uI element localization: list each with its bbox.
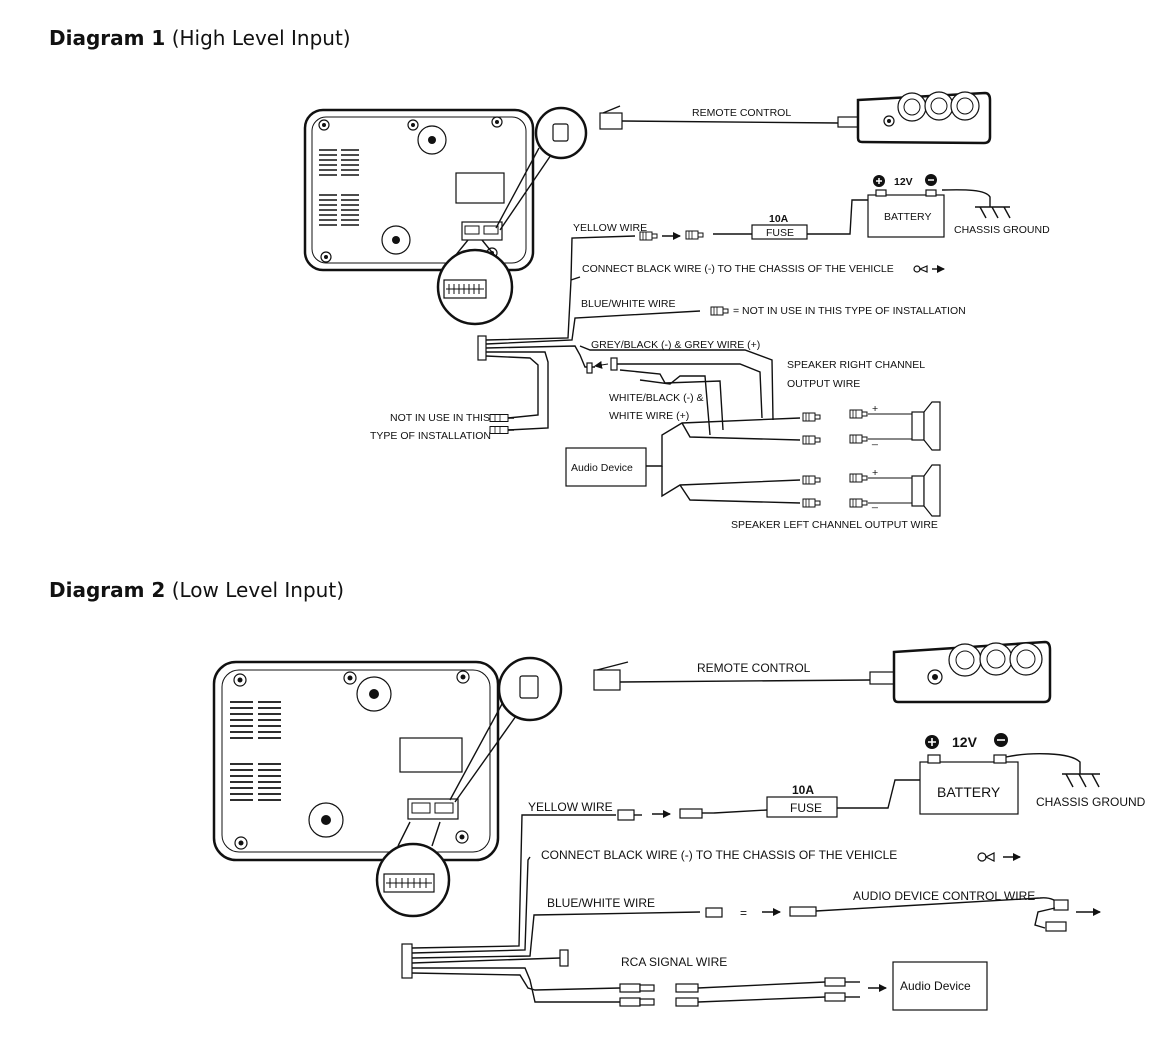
label-battery: BATTERY (884, 211, 931, 223)
label-blue-white-wire: BLUE/WHITE WIRE (581, 298, 676, 310)
rca-plugs (548, 977, 860, 1007)
label-black-wire: CONNECT BLACK WIRE (-) TO THE CHASSIS OF… (582, 263, 894, 275)
label-audio-device: Audio Device (571, 462, 633, 474)
diagram-2-title-rest: (Low Level Input) (165, 578, 345, 602)
label-10a-2: 10A (792, 783, 814, 797)
label-not-in-use-rca-2: TYPE OF INSTALLATION (370, 430, 491, 442)
speaker-left-icon (868, 464, 941, 517)
speaker-right-icon (868, 401, 941, 451)
diagram-2: REMOTE CONTROL 12V BATTERY CHASSIS GROUN… (212, 640, 1146, 1011)
connector-zoom-circles-2 (375, 656, 563, 918)
label-yellow-wire: YELLOW WIRE (573, 222, 647, 234)
label-10a: 10A (769, 213, 789, 225)
connector-zoom-circles (436, 106, 588, 326)
diagram-1-title-rest: (High Level Input) (165, 26, 351, 50)
label-chassis-ground-2: CHASSIS GROUND (1036, 795, 1146, 809)
label-black-wire-2: CONNECT BLACK WIRE (-) TO THE CHASSIS OF… (541, 848, 897, 862)
diagram-2-heading: Diagram 2 (Low Level Input) (49, 578, 344, 602)
svg-text:+: + (872, 467, 878, 479)
label-equals: = (740, 906, 747, 920)
fuse (751, 224, 808, 240)
battery (867, 174, 945, 238)
audio-device-box (565, 447, 647, 487)
label-fuse: FUSE (766, 227, 794, 239)
svg-text:+: + (872, 403, 878, 415)
label-speaker-right-2: OUTPUT WIRE (787, 378, 860, 390)
chassis-ground-symbol (975, 206, 1011, 219)
label-12v-2: 12V (952, 734, 978, 750)
label-not-in-use: = NOT IN USE IN THIS TYPE OF INSTALLATIO… (733, 305, 966, 317)
diagram-1: REMOTE CONTROL 12V BATTERY CHASSIS GROUN… (303, 91, 1050, 531)
label-fuse-2: FUSE (790, 801, 822, 815)
diagram-2-title-bold: Diagram 2 (49, 578, 166, 602)
diagram-1-heading: Diagram 1 (High Level Input) (49, 26, 351, 50)
chassis-ground-symbol-2 (1062, 773, 1100, 788)
label-speaker-left: SPEAKER LEFT CHANNEL OUTPUT WIRE (731, 519, 938, 531)
label-yellow-wire-2: YELLOW WIRE (528, 800, 613, 814)
label-audio-control-wire: AUDIO DEVICE CONTROL WIRE (853, 889, 1035, 903)
audio-device-box-2 (892, 961, 988, 1011)
wiring-harness-2 (401, 814, 701, 1003)
label-not-in-use-rca-1: NOT IN USE IN THIS (390, 412, 490, 424)
label-remote-control: REMOTE CONTROL (692, 107, 791, 119)
label-remote-control-2: REMOTE CONTROL (697, 661, 811, 675)
label-grey-wire: GREY/BLACK (-) & GREY WIRE (+) (591, 339, 760, 351)
battery-2 (919, 733, 1019, 815)
remote-control-unit (599, 91, 992, 145)
diagram-1-title-bold: Diagram 1 (49, 26, 166, 50)
label-rca-signal-wire: RCA SIGNAL WIRE (621, 955, 727, 969)
wiring-harness (477, 235, 774, 431)
amplifier-unit (303, 108, 535, 272)
label-blue-white-wire-2: BLUE/WHITE WIRE (547, 896, 655, 910)
fuse-2 (766, 796, 838, 818)
label-battery-2: BATTERY (937, 784, 1001, 800)
svg-text:_: _ (871, 434, 878, 446)
label-white-wire-1: WHITE/BLACK (-) & (609, 392, 704, 404)
label-audio-device-2: Audio Device (900, 979, 971, 993)
remote-control-unit-2 (593, 640, 1052, 704)
label-12v: 12V (894, 176, 913, 188)
label-white-wire-2: WHITE WIRE (+) (609, 410, 689, 422)
label-speaker-right-1: SPEAKER RIGHT CHANNEL (787, 359, 925, 371)
amplifier-unit-2 (212, 660, 500, 862)
label-chassis-ground: CHASSIS GROUND (954, 224, 1050, 236)
